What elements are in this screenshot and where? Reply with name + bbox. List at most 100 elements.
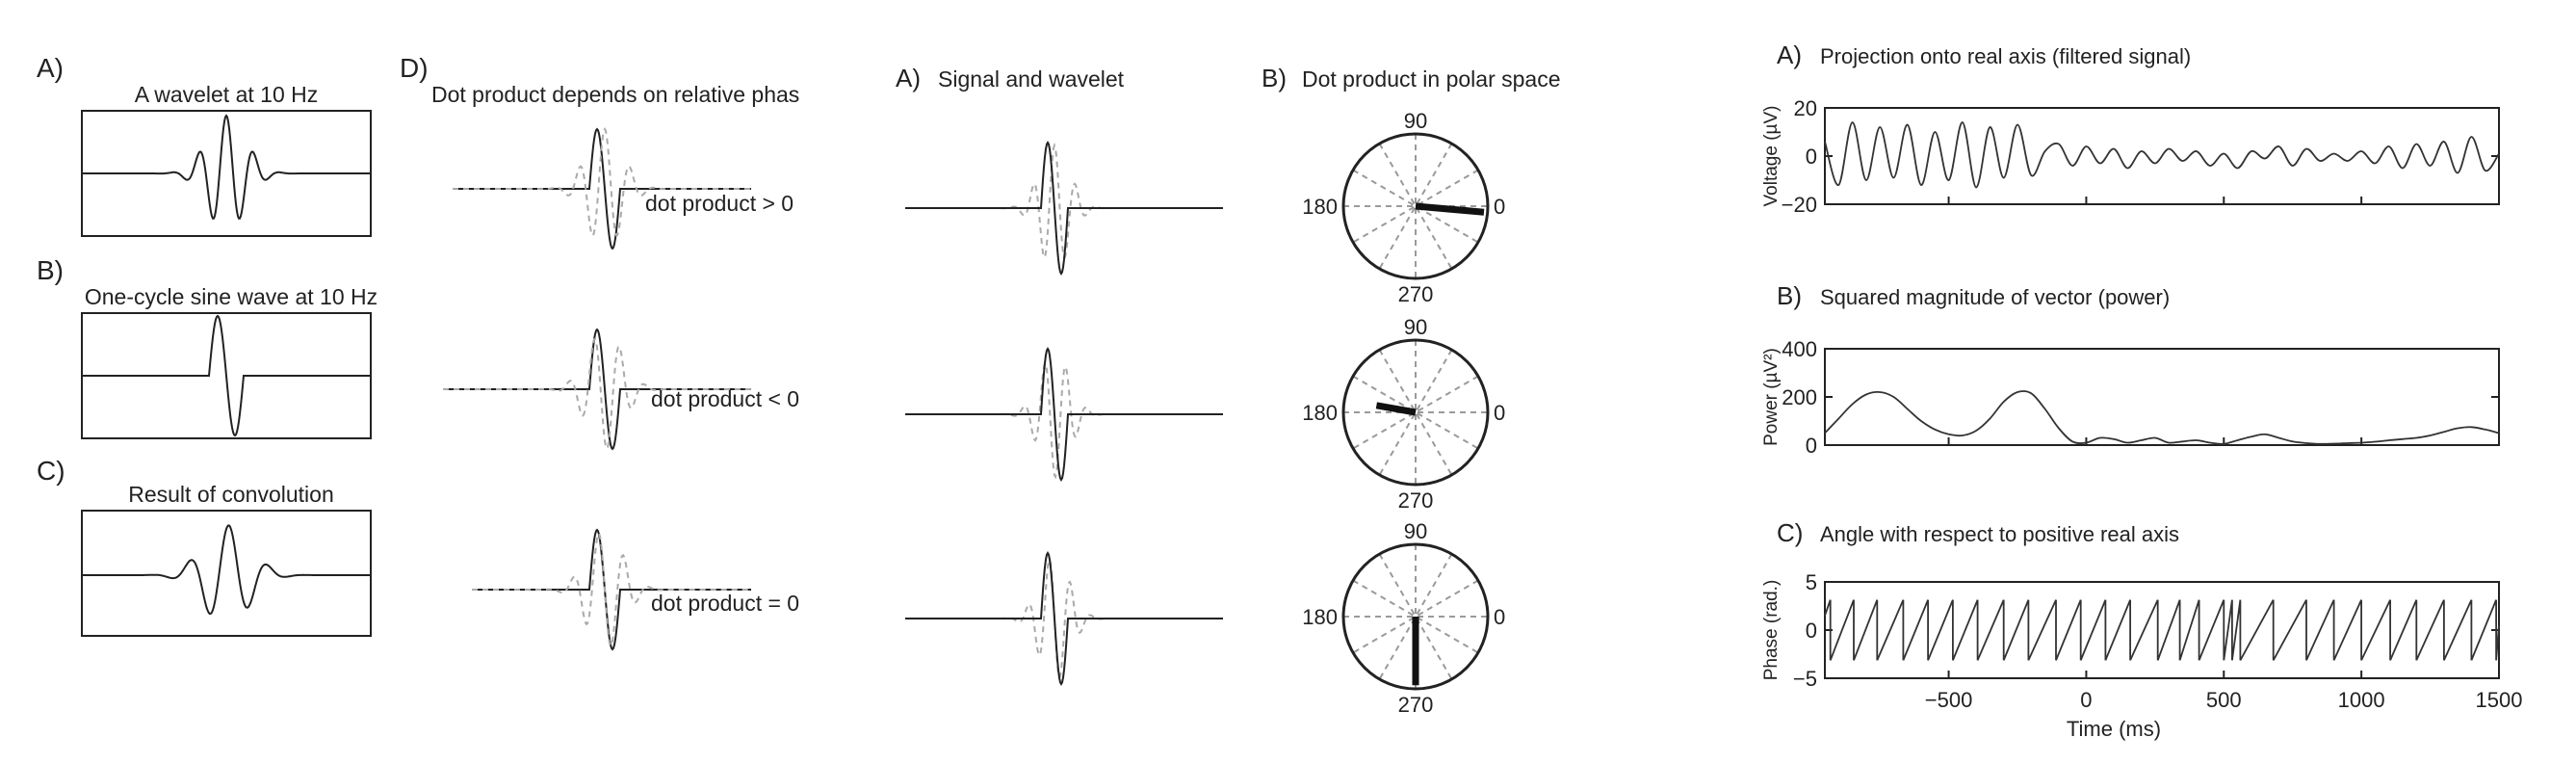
- x-tick-label: −500: [1925, 688, 1973, 712]
- wavelet-curve: [82, 114, 371, 220]
- polar-tick-label: 90: [1404, 519, 1427, 543]
- panel-letter-a: A): [37, 53, 64, 83]
- polar-spoke: [1352, 579, 1479, 654]
- sine-title: One-cycle sine wave at 10 Hz: [85, 284, 377, 309]
- y-tick-label: −20: [1782, 193, 1817, 217]
- polar-spoke: [1378, 143, 1453, 270]
- signal-wavelet-rows: [905, 141, 1223, 686]
- y-tick-label: 0: [1806, 434, 1817, 458]
- panel-letter-c: C): [37, 456, 65, 486]
- polar-spoke: [1352, 579, 1479, 654]
- y-tick-label: 5: [1806, 570, 1817, 594]
- dot-wavelet-2: [472, 532, 751, 647]
- left-figure: A) A wavelet at 10 Hz B) One-cycle sine …: [37, 53, 799, 651]
- signal-wavelet-solid-2: [905, 551, 1223, 686]
- middle-figure: A) Signal and wavelet B) Dot product in …: [896, 64, 1561, 717]
- polar-tick-label: 180: [1302, 195, 1338, 219]
- chart-letter: B): [1777, 281, 1802, 310]
- chart-title: Projection onto real axis (filtered sign…: [1820, 44, 2191, 68]
- sine-curve: [82, 314, 371, 437]
- dot-label-positive: dot product > 0: [645, 191, 794, 216]
- polar-vector: [1375, 402, 1417, 416]
- polar-tick-label: 0: [1494, 605, 1505, 629]
- dot-wavelet-0: [453, 126, 751, 237]
- dot-wavelet-1: [443, 337, 751, 451]
- polar-plot-2: 90 180 0 270: [1302, 519, 1505, 717]
- polar-ring: [1341, 338, 1490, 487]
- polar-vector: [1415, 202, 1485, 216]
- polar-tick-label: 270: [1398, 282, 1434, 306]
- chart-series-line: [1824, 599, 2500, 661]
- y-axis-label: Voltage (µV): [1761, 106, 1782, 207]
- polar-spoke: [1378, 553, 1453, 680]
- chart-1: B)Squared magnitude of vector (power)400…: [1761, 281, 2500, 458]
- x-tick-label: 1500: [2476, 688, 2523, 712]
- convolution-frame: [81, 510, 372, 637]
- wavelet-title: A wavelet at 10 Hz: [135, 82, 319, 107]
- chart-series-line: [1824, 121, 2500, 189]
- dot-label-negative: dot product < 0: [651, 386, 799, 411]
- chart-letter: A): [1777, 40, 1802, 69]
- wavelet-plot: [81, 110, 372, 237]
- polar-tick-label: 90: [1404, 315, 1427, 339]
- polar-ring: [1341, 542, 1490, 691]
- polar-tick-label: 0: [1494, 195, 1505, 219]
- x-tick-label: 0: [2080, 688, 2092, 712]
- polar-spoke: [1378, 349, 1453, 476]
- y-tick-label: 200: [1782, 385, 1817, 409]
- signal-wavelet-dashed-0: [905, 143, 1223, 258]
- signal-wavelet-solid-0: [905, 141, 1223, 276]
- chart-2: C) Angle with respect to positive real ax…: [1761, 518, 2522, 741]
- chart-letter: C): [1777, 518, 1803, 547]
- polar-spoke: [1352, 169, 1479, 244]
- panel-letter-b: B): [37, 255, 64, 285]
- polar-spoke: [1352, 375, 1479, 450]
- middle-letter-a: A): [896, 64, 921, 92]
- polar-spoke: [1352, 375, 1479, 450]
- polar-plot-1: 90 180 0 270: [1302, 315, 1505, 513]
- right-charts: A) Projection onto real axis (filtered si…: [1761, 40, 2522, 741]
- polar-tick-label: 270: [1398, 693, 1434, 717]
- polar-spoke: [1378, 143, 1453, 270]
- chart-0: A) Projection onto real axis (filtered si…: [1761, 40, 2500, 217]
- chart-frame: [1824, 348, 2500, 446]
- polar-spoke: [1352, 169, 1479, 244]
- panel-letter-d: D): [400, 53, 429, 83]
- polar-title: Dot product in polar space: [1302, 66, 1561, 92]
- y-axis-label: Phase (rad.): [1761, 580, 1782, 681]
- polar-tick-label: 0: [1494, 401, 1505, 425]
- x-axis-label: Time (ms): [2067, 717, 2161, 741]
- dot-product-title: Dot product depends on relative phas: [431, 82, 799, 107]
- chart-title: Angle with respect to positive real axis: [1820, 522, 2179, 546]
- y-tick-label: 0: [1806, 619, 1817, 643]
- y-tick-label: 0: [1806, 145, 1817, 169]
- convolution-title: Result of convolution: [128, 482, 334, 507]
- polar-tick-label: 180: [1302, 401, 1338, 425]
- y-axis-label: Power (µV²): [1761, 348, 1782, 446]
- chart-series-line: [1824, 390, 2500, 445]
- chart-title: Squared magnitude of vector (power): [1820, 285, 2170, 309]
- sine-plot: [81, 312, 372, 439]
- dot-signal-1: [443, 328, 751, 451]
- x-tick-label: 1000: [2338, 688, 2385, 712]
- polar-spoke: [1378, 553, 1453, 680]
- dot-signal-2: [472, 528, 751, 651]
- x-tick-label: 500: [2206, 688, 2242, 712]
- chart-frame: [1824, 581, 2500, 679]
- convolution-curve: [82, 524, 371, 616]
- y-tick-label: −5: [1793, 667, 1817, 691]
- signal-wavelet-solid-1: [905, 347, 1223, 482]
- signal-wavelet-title: Signal and wavelet: [938, 66, 1125, 92]
- polar-ring: [1341, 132, 1490, 280]
- dot-product-rows: [443, 126, 751, 651]
- polar-tick-label: 180: [1302, 605, 1338, 629]
- polar-tick-label: 270: [1398, 488, 1434, 513]
- dot-label-zero: dot product = 0: [651, 591, 799, 616]
- convolution-plot: [81, 510, 372, 637]
- middle-letter-b: B): [1262, 64, 1287, 92]
- y-tick-label: 20: [1794, 96, 1817, 120]
- polar-spoke: [1378, 349, 1453, 476]
